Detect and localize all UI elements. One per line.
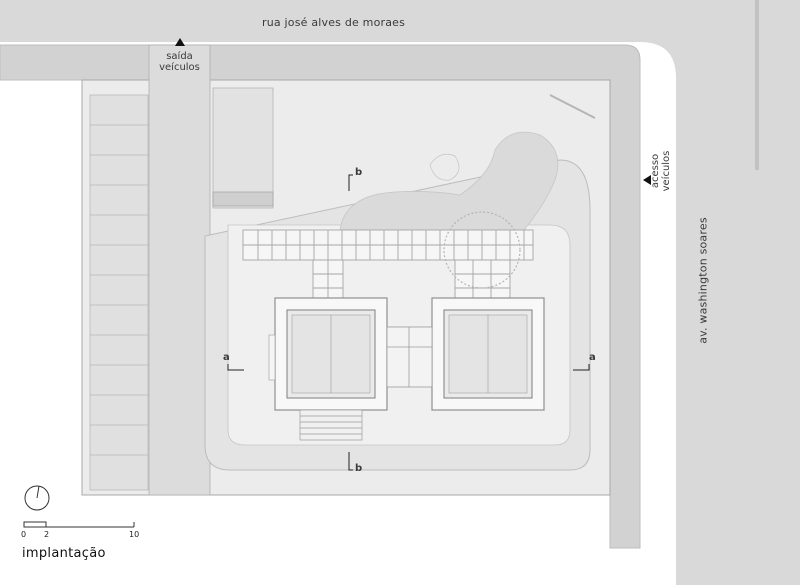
connecting-walkway (386, 326, 433, 388)
north-arrow-icon (24, 485, 50, 511)
entry-label-line2: veículos (661, 150, 672, 192)
drawing-title: implantação (22, 546, 106, 561)
tree-canopy (443, 211, 521, 289)
access-ramp (148, 44, 211, 496)
entry-arrow-icon (643, 175, 651, 185)
entry-label: acesso veículos (650, 136, 672, 206)
section-marker-a-left (227, 364, 244, 371)
east-avenue-label: av. washington soares (696, 217, 710, 344)
parking-stalls (89, 94, 149, 491)
entry-label-line1: acesso (650, 153, 661, 189)
section-b-top-label: b (355, 167, 363, 178)
section-marker-b-top (348, 174, 353, 191)
north-street-label: rua josé alves de moraes (262, 16, 406, 29)
building-left (274, 297, 388, 411)
exit-label: saída veículos (147, 51, 212, 73)
bench (549, 94, 596, 119)
section-marker-b-bottom (348, 452, 353, 471)
hatched-wall (212, 191, 274, 207)
scale-tick-0: 0 (21, 530, 27, 539)
garden-bed (339, 131, 559, 236)
scale-tick-10: 10 (129, 530, 140, 539)
section-a-right-label: a (589, 352, 596, 363)
garden-contour (429, 153, 460, 181)
side-bench (268, 334, 276, 381)
building-right (431, 297, 545, 411)
section-b-bottom-label: b (355, 463, 363, 474)
scale-tick-2: 2 (44, 530, 50, 539)
scale-bar (23, 521, 135, 528)
entrance-stairs (299, 409, 363, 441)
exit-label-line2: veículos (159, 62, 200, 73)
section-marker-a-right (573, 364, 590, 371)
pergola-grid (242, 229, 534, 303)
section-a-left-label: a (223, 352, 230, 363)
exit-label-line1: saída (166, 51, 193, 62)
service-block (212, 87, 274, 209)
exit-arrow-icon (175, 38, 185, 46)
